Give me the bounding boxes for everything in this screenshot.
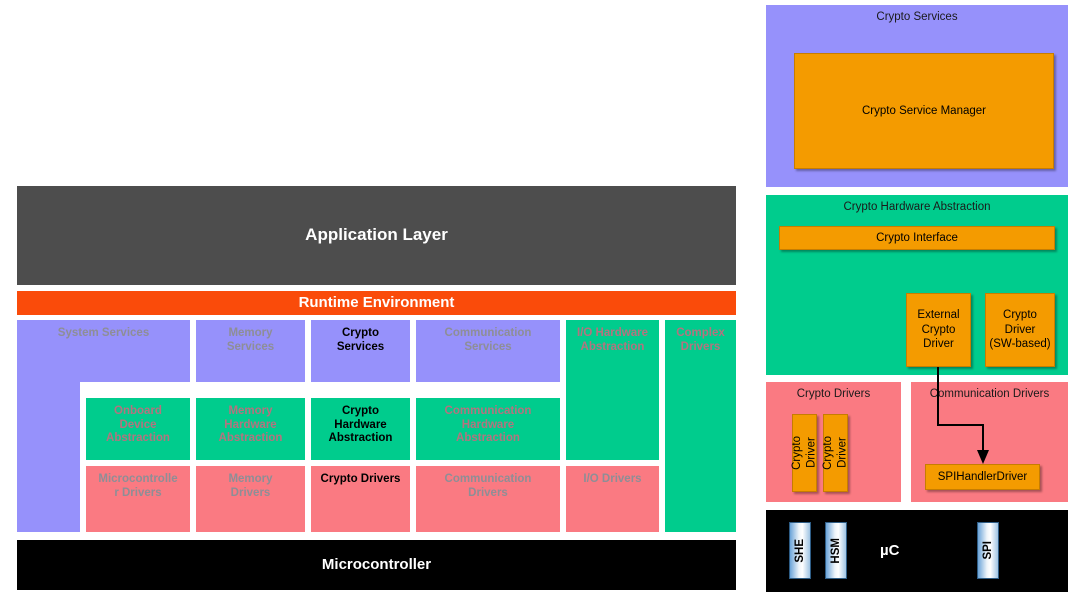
box-spi-handler-driver[interactable]: SPIHandlerDriver xyxy=(925,464,1040,490)
panel-crypto-hardware-abstraction-title: Crypto Hardware Abstraction xyxy=(843,201,991,213)
hw-block-hsm-label: HSM xyxy=(830,537,842,564)
runtime-environment-bar: Runtime Environment xyxy=(17,291,736,315)
panel-microcontroller-hardware xyxy=(766,510,1068,592)
hw-block-spi-label: SPI xyxy=(982,541,994,560)
box-spi-handler-driver-label: SPIHandlerDriver xyxy=(937,470,1028,483)
block-io-drivers: I/O Drivers xyxy=(566,466,659,532)
panel-communication-drivers-title: Communication Drivers xyxy=(929,388,1050,400)
block-crypto-drivers-label: Crypto Drivers xyxy=(320,473,401,485)
hw-block-hsm[interactable]: HSM xyxy=(825,522,847,579)
microcontroller-hw-label: µC xyxy=(880,542,900,559)
hw-block-she[interactable]: SHE xyxy=(789,522,811,579)
hw-block-spi[interactable]: SPI xyxy=(977,522,999,579)
box-crypto-service-manager-label: Crypto Service Manager xyxy=(862,104,986,117)
block-system-services-label: System Services xyxy=(57,327,150,339)
panel-crypto-services-title: Crypto Services xyxy=(876,11,958,23)
hw-block-she-label: SHE xyxy=(794,538,806,563)
box-crypto-service-manager[interactable]: Crypto Service Manager xyxy=(794,53,1054,169)
runtime-environment-label: Runtime Environment xyxy=(298,294,455,312)
box-crypto-interface-label: Crypto Interface xyxy=(876,231,958,244)
microcontroller-label: Microcontroller xyxy=(321,556,432,574)
application-layer-label: Application Layer xyxy=(305,225,448,245)
application-layer-bar: Application Layer xyxy=(17,186,736,285)
panel-crypto-drivers-title: Crypto Drivers xyxy=(796,388,871,400)
block-system-services-extension xyxy=(17,382,80,532)
block-crypto-drivers: Crypto Drivers xyxy=(311,466,410,532)
box-crypto-interface[interactable]: Crypto Interface xyxy=(779,226,1055,250)
block-io-drivers-label: I/O Drivers xyxy=(583,473,642,485)
block-system-services: System Services xyxy=(17,320,190,382)
microcontroller-bar: Microcontroller xyxy=(17,540,736,590)
